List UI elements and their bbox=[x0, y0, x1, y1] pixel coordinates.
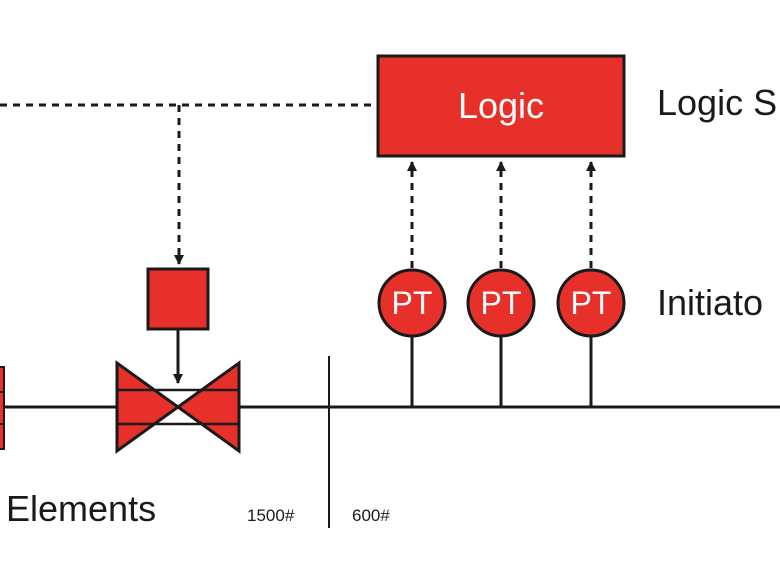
transmitter-2-label: PT bbox=[480, 284, 522, 321]
logic-box-label: Logic bbox=[457, 85, 545, 126]
valve-actuator bbox=[146, 267, 210, 331]
logic-solver-box bbox=[376, 54, 626, 158]
final-elements-label: Elements bbox=[6, 488, 157, 529]
rating-left-label: 1500# bbox=[247, 506, 295, 525]
transmitter-1 bbox=[377, 161, 447, 406]
logic-solver-side-label: Logic S bbox=[657, 82, 778, 123]
rating-right-label: 600# bbox=[352, 506, 390, 525]
logic-to-actuator-signal bbox=[0, 103, 374, 265]
partial-valve-left bbox=[0, 366, 5, 450]
transmitter-2 bbox=[466, 161, 536, 406]
shutdown-valve bbox=[115, 360, 241, 454]
transmitter-1-label: PT bbox=[391, 284, 433, 321]
transmitter-3-label: PT bbox=[570, 284, 612, 321]
transmitter-3 bbox=[556, 161, 626, 406]
initiators-side-label: Initiato bbox=[657, 282, 764, 323]
